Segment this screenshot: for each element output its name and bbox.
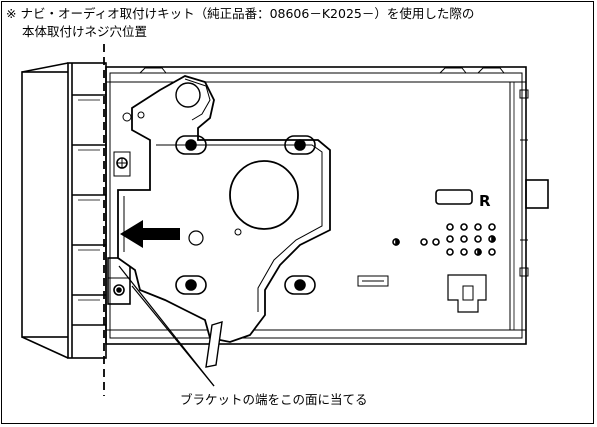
note-line-1: ※ ナビ・オーディオ取付けキット（純正品番：08606－K2025－）を使用した… (6, 6, 475, 21)
leader-lines (118, 265, 215, 387)
marker-label: R (479, 192, 491, 210)
bracket-plate (117, 75, 331, 343)
front-bezel (21, 62, 107, 359)
left-flange (107, 151, 131, 305)
unit-body (105, 66, 549, 345)
note-line-2: 本体取付けネジ穴位置 (22, 24, 148, 39)
arrow-left-icon (120, 220, 180, 248)
rear-panel-detail (357, 189, 496, 313)
diagram-caption: ブラケットの端をこの面に当てる (180, 392, 368, 407)
screw-holes (175, 135, 316, 295)
